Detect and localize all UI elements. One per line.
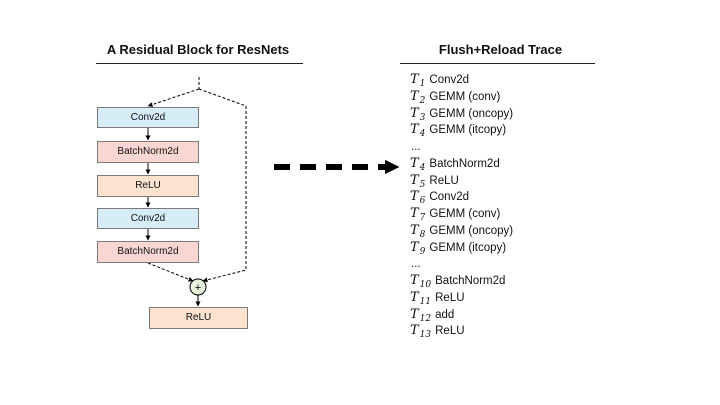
right-title-rule bbox=[400, 63, 595, 64]
relu-output-block: ReLU bbox=[149, 307, 248, 329]
bn-to-add-arrow bbox=[147, 262, 194, 282]
skip-connection-line bbox=[198, 88, 247, 283]
relu-block-1: ReLU bbox=[97, 175, 199, 197]
add-symbol: + bbox=[195, 282, 201, 294]
trace-ellipsis: ... bbox=[411, 141, 421, 153]
trace-ellipsis: ... bbox=[411, 258, 421, 271]
residual-block-title: A Residual Block for ResNets bbox=[106, 42, 290, 57]
input-to-conv-arrow bbox=[147, 88, 200, 107]
left-title-rule bbox=[96, 63, 303, 64]
batchnorm2d-block-1: BatchNorm2d bbox=[97, 141, 199, 163]
conv2d-block-1: Conv2d bbox=[97, 107, 199, 128]
trace-title: Flush+Reload Trace bbox=[438, 42, 563, 57]
conv2d-block-2: Conv2d bbox=[97, 208, 199, 229]
batchnorm2d-block-2: BatchNorm2d bbox=[97, 241, 199, 263]
